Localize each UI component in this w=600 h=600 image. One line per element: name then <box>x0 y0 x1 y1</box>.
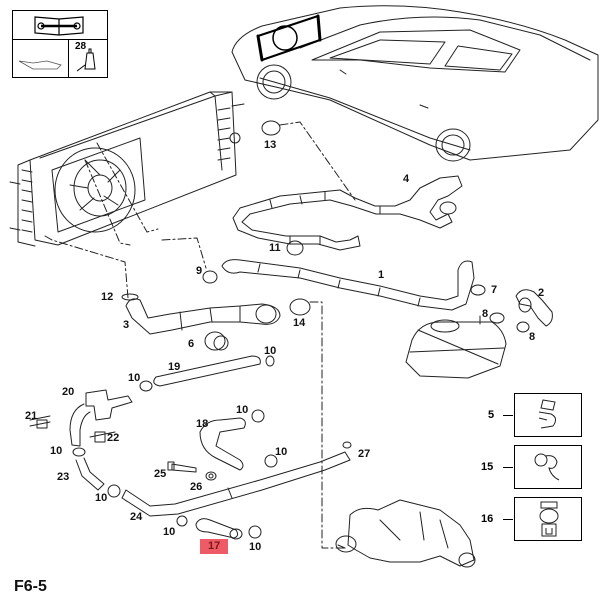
inset-label-5: 5 <box>488 409 495 421</box>
callout-10: 10 <box>163 526 176 538</box>
callout-6: 6 <box>188 338 195 350</box>
callout-12: 12 <box>101 291 114 303</box>
hose-1 <box>221 259 475 311</box>
inset-label-16: 16 <box>481 513 494 525</box>
inset-label-15: 15 <box>481 461 494 473</box>
callout-18: 18 <box>196 418 209 430</box>
quick-connector-icon <box>514 497 582 541</box>
callout-4: 4 <box>403 173 410 185</box>
thermostat-housing <box>335 499 476 568</box>
callout-10: 10 <box>249 541 262 553</box>
callout-11: 11 <box>269 242 281 254</box>
inset-leader <box>503 519 513 520</box>
manual-book-wrench-icon <box>13 11 107 40</box>
callout-25: 25 <box>154 468 167 480</box>
pipe-20 <box>29 389 133 491</box>
bolts <box>167 441 352 481</box>
callout-23: 23 <box>57 471 70 483</box>
hose-4 <box>232 175 463 251</box>
car-illustration <box>231 5 599 162</box>
sealant-bottle-icon: 28 <box>69 39 107 77</box>
callout-10: 10 <box>236 404 249 416</box>
callout-27: 27 <box>358 448 371 460</box>
callout-17-highlighted[interactable]: 17 <box>200 539 229 554</box>
callout-19: 19 <box>168 361 181 373</box>
inset-leader <box>503 415 513 416</box>
hose-17 <box>176 515 262 540</box>
radiator-fan-assembly <box>9 91 245 247</box>
callout-20: 20 <box>62 386 75 398</box>
spring-clamp-icon <box>514 445 582 489</box>
hose-19 <box>139 355 275 392</box>
pipe-24 <box>107 451 351 517</box>
callout-9: 9 <box>196 265 203 277</box>
band-clamp-icon <box>514 393 582 437</box>
expansion-tank <box>405 315 507 379</box>
callout-10: 10 <box>50 445 63 457</box>
callout-7: 7 <box>491 284 498 296</box>
sealant-ref-number: 28 <box>75 41 87 52</box>
inset-leader <box>503 467 513 468</box>
hose-18 <box>199 409 278 471</box>
callout-24: 24 <box>130 511 143 523</box>
callout-10: 10 <box>275 446 288 458</box>
callout-1: 1 <box>378 269 385 281</box>
callout-10: 10 <box>95 492 108 504</box>
clamps-upper <box>121 120 530 351</box>
figure-code: F6-5 <box>14 578 47 595</box>
oil-can-icon <box>13 39 69 77</box>
hose-2 <box>515 289 553 327</box>
callout-21: 21 <box>25 410 38 422</box>
callout-14: 14 <box>293 317 306 329</box>
leader-lines <box>44 121 356 549</box>
callout-8: 8 <box>529 331 536 343</box>
tool-reference-box: 28 <box>12 10 108 78</box>
callout-8: 8 <box>482 308 489 320</box>
callout-26: 26 <box>190 481 203 493</box>
callout-2: 2 <box>538 287 545 299</box>
hose-3 <box>125 298 281 335</box>
callout-3: 3 <box>123 319 130 331</box>
callout-10: 10 <box>128 372 141 384</box>
callout-22: 22 <box>107 432 120 444</box>
callout-10: 10 <box>264 345 277 357</box>
callout-13: 13 <box>264 139 277 151</box>
